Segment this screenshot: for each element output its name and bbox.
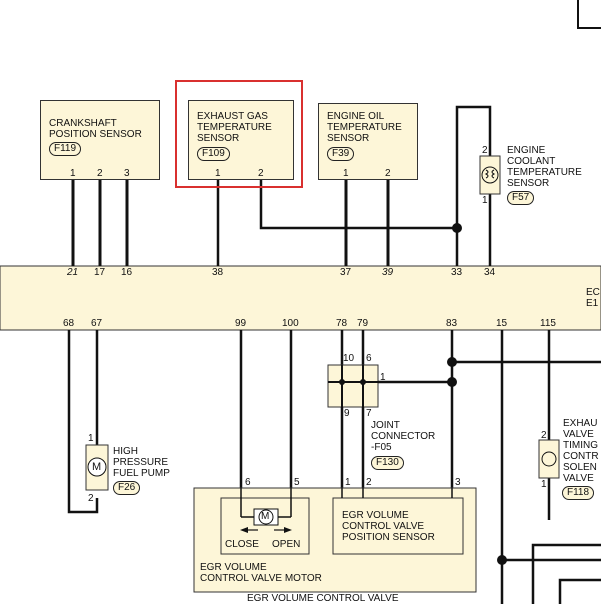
egr-position-label: EGR VOLUME CONTROL VALVE POSITION SENSOR <box>342 510 435 543</box>
crank-pin-1: 1 <box>70 168 76 179</box>
joint-pin-10: 10 <box>343 353 355 364</box>
exhaust-gas-sensor <box>188 100 294 180</box>
egr-motor-symbol: M <box>261 511 270 522</box>
egr-pin-5: 5 <box>294 477 300 488</box>
ecm-pin-34: 34 <box>484 267 496 278</box>
crankshaft-sensor-label: CRANKSHAFT POSITION SENSOR <box>49 118 142 140</box>
joint-connector-body <box>327 364 379 408</box>
ecm-pin-39: 39 <box>382 267 394 278</box>
ecm-pin-83: 83 <box>446 318 458 329</box>
pump-pin-1: 1 <box>88 433 94 444</box>
ecm-pin-38: 38 <box>212 267 224 278</box>
coolant-sensor-label: ENGINE COOLANT TEMPERATURE SENSOR <box>507 145 582 189</box>
engine-oil-sensor-label: ENGINE OIL TEMPERATURE SENSOR <box>327 111 402 144</box>
wire-exh-2 <box>259 180 457 230</box>
pump-pin-2: 2 <box>88 493 94 504</box>
egr-pin-6: 6 <box>245 477 251 488</box>
egr-pin-3: 3 <box>455 477 461 488</box>
ecm-pin-17: 17 <box>94 267 106 278</box>
exhaust-gas-connector: F109 <box>197 147 230 161</box>
egr-valve-label: EGR VOLUME CONTROL VALVE <box>247 593 399 604</box>
egr-position-box <box>332 497 464 555</box>
exhaust-gas-sensor-label: EXHAUST GAS TEMPERATURE SENSOR <box>197 111 272 144</box>
ecm-pin-33: 33 <box>451 267 463 278</box>
joint-pin-1: 1 <box>380 372 386 383</box>
engine-oil-connector: F39 <box>327 147 355 161</box>
ecm-pin-68: 68 <box>63 318 75 329</box>
exh-pin-1: 1 <box>215 168 221 179</box>
coolant-pin-2: 2 <box>482 145 488 156</box>
joint-connector-id: F130 <box>371 456 404 470</box>
oil-pin-2: 2 <box>385 168 391 179</box>
coolant-sensor-body <box>479 155 501 195</box>
ecm-pin-16: 16 <box>121 267 133 278</box>
splice-83-a <box>447 357 457 367</box>
egr-pin-1: 1 <box>345 477 351 488</box>
joint-pin-6: 6 <box>366 353 372 364</box>
egr-close-label: CLOSE <box>225 539 259 550</box>
fuel-pump-label: HIGH PRESSURE FUEL PUMP <box>113 446 170 479</box>
wire-pump-68 <box>67 330 99 514</box>
ecm-pin-78: 78 <box>336 318 348 329</box>
pump-symbol: M <box>92 461 102 473</box>
exhaust-valve-body <box>538 439 560 479</box>
joint-connector-label: JOINT CONNECTOR -F05 <box>371 420 436 453</box>
egr-open-label: OPEN <box>272 539 301 550</box>
ecm-pin-21: 21 <box>67 267 79 278</box>
crank-pin-2: 2 <box>97 168 103 179</box>
crank-pin-3: 3 <box>124 168 130 179</box>
coolant-connector: F57 <box>507 191 535 205</box>
exhaust-valve-label: EXHAU VALVE TIMING CONTR SOLEN VALVE <box>563 418 599 484</box>
egr-pin-2: 2 <box>366 477 372 488</box>
ecm-pin-100: 100 <box>282 318 299 329</box>
crankshaft-sensor <box>40 100 160 180</box>
engine-oil-sensor <box>318 103 418 180</box>
exh-valve-pin-1: 1 <box>541 479 547 490</box>
ecm-pin-15: 15 <box>496 318 508 329</box>
crankshaft-connector: F119 <box>49 142 82 156</box>
fuel-pump-connector: F26 <box>113 481 141 495</box>
ecm-pin-79: 79 <box>357 318 369 329</box>
ecm-label: EC E1 <box>586 287 600 309</box>
ecm-top-right-wire <box>577 0 601 29</box>
exh-pin-2: 2 <box>258 168 264 179</box>
oil-pin-1: 1 <box>343 168 349 179</box>
ecm-pin-115: 115 <box>540 318 556 329</box>
joint-pin-9: 9 <box>344 408 350 419</box>
ecm-pin-67: 67 <box>91 318 103 329</box>
exhaust-gas-highlight <box>175 80 303 188</box>
splice-33 <box>452 223 462 233</box>
ecm-pin-37: 37 <box>340 267 352 278</box>
exh-valve-pin-2: 2 <box>541 430 547 441</box>
wire-coolant-2 <box>455 105 492 266</box>
egr-motor-box <box>220 497 310 555</box>
egr-motor-label: EGR VOLUME CONTROL VALVE MOTOR <box>200 562 322 584</box>
exhaust-valve-connector: F118 <box>562 486 595 500</box>
joint-pin-7: 7 <box>366 408 372 419</box>
ecm-module <box>0 265 601 331</box>
coolant-pin-1: 1 <box>482 195 488 206</box>
ecm-pin-99: 99 <box>235 318 247 329</box>
splice-83-b <box>447 377 457 387</box>
